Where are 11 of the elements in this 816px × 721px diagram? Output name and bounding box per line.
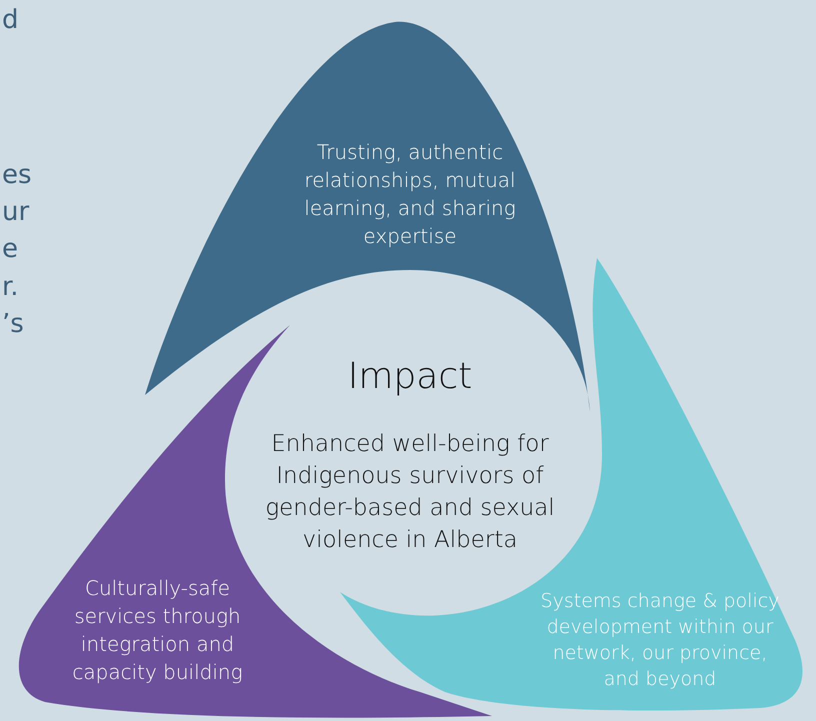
cropped-text: ’s <box>2 309 24 339</box>
cropped-text: r. <box>2 272 19 302</box>
cropped-text: ur <box>2 197 30 227</box>
cropped-text: es <box>2 160 32 190</box>
impact-heading: Impact <box>346 355 474 399</box>
cropped-text: d <box>2 5 19 35</box>
segment-text: Systems change & policy development within our network, our province, and beyond <box>540 589 780 692</box>
cropped-text: e <box>2 234 18 264</box>
segment-text: Culturally-safe services through integration and capacity building <box>71 575 244 686</box>
segment-text: Trusting, authentic relationships, mutual learning, and sharing expertise <box>303 139 517 250</box>
impact-statement: Enhanced well-being for Indigenous survivors of gender-based and sexual violence in Alberta <box>264 430 556 555</box>
